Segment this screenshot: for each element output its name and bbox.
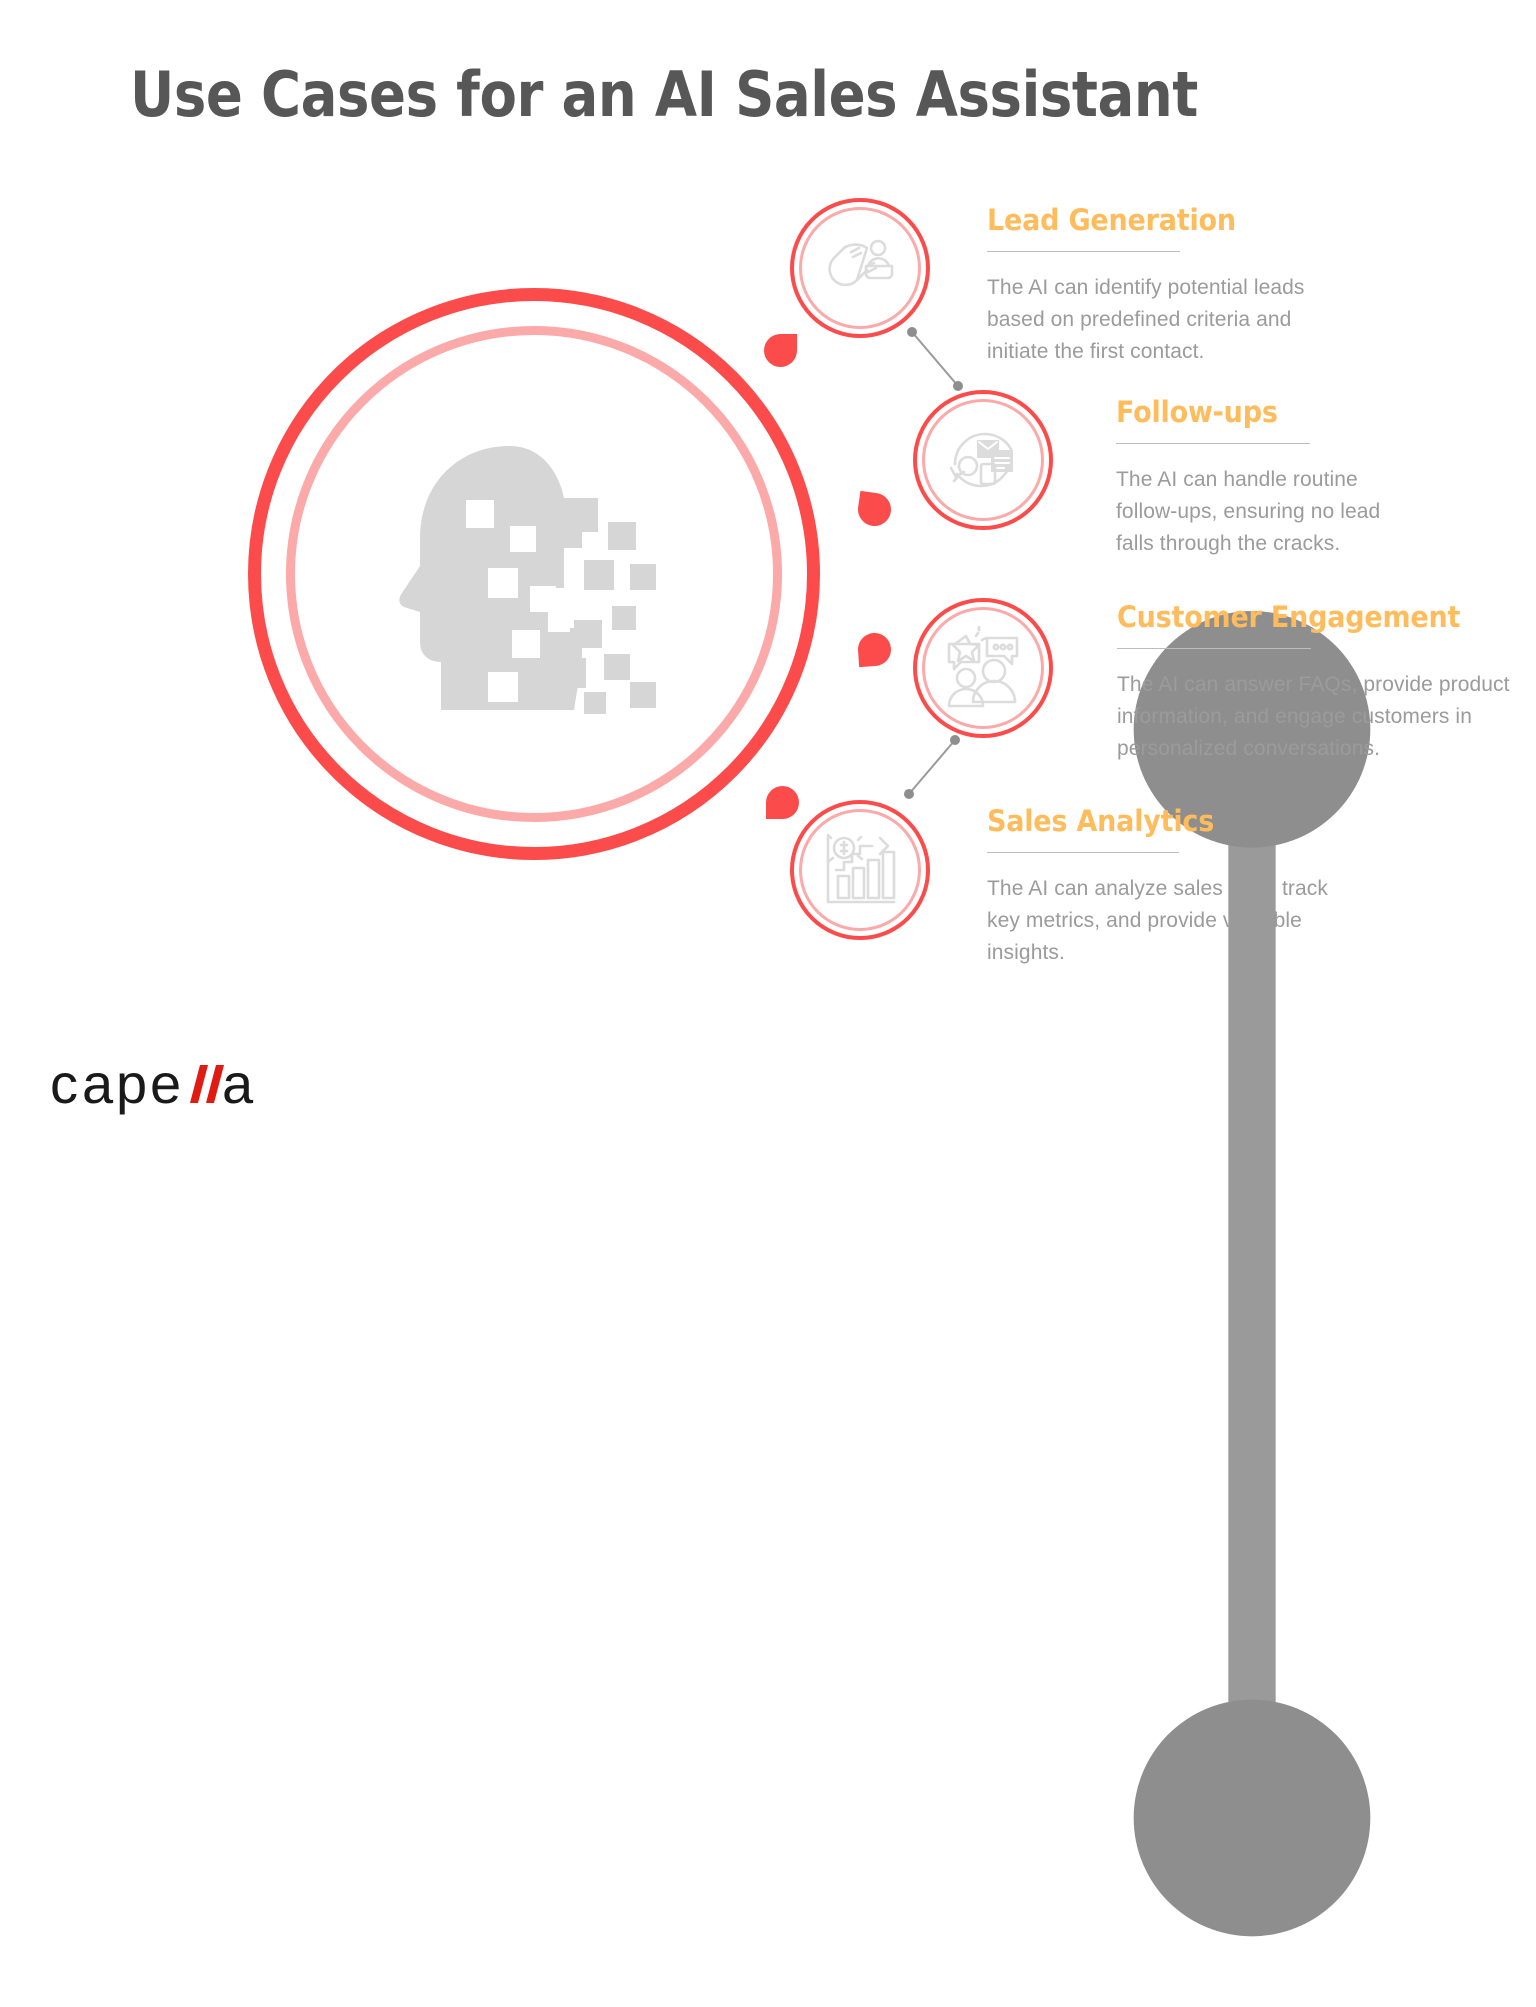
- node-inner-ring: [799, 207, 921, 329]
- section-follow-ups: Follow-ups The AI can handle routine fol…: [1116, 395, 1380, 560]
- leaf-decoration: [856, 631, 893, 668]
- icon-node-customer-engagement[interactable]: [913, 598, 1053, 738]
- section-body-line: follow-ups, ensuring no lead: [1116, 500, 1381, 523]
- node-inner-ring: [799, 809, 921, 931]
- section-heading: Customer Engagement: [1117, 600, 1461, 634]
- section-sales-analytics: Sales Analytics The AI can analyze sales…: [987, 804, 1328, 969]
- leaf-decoration: [855, 490, 894, 529]
- section-body: The AI can analyze sales data, track key…: [987, 873, 1328, 969]
- logo-text-part: a: [82, 1055, 114, 1115]
- section-divider: [1117, 648, 1311, 649]
- hero-circle: [248, 288, 820, 860]
- section-body: The AI can handle routine follow-ups, en…: [1116, 464, 1380, 560]
- page-title: Use Cases for an AI Sales Assistant: [130, 58, 1198, 131]
- section-body: The AI can answer FAQs, provide product …: [1117, 669, 1510, 765]
- section-body-line: The AI can answer FAQs, provide product: [1117, 673, 1510, 696]
- logo-accent-bars: [190, 1065, 224, 1103]
- section-heading: Lead Generation: [987, 203, 1236, 237]
- logo-text-part: c: [50, 1055, 77, 1115]
- section-divider: [987, 852, 1179, 853]
- connector-1-2: [907, 327, 963, 391]
- magnet-lead-icon: [828, 239, 894, 287]
- section-lead-generation: Lead Generation The AI can identify pote…: [987, 203, 1305, 368]
- section-body-line: The AI can handle routine: [1116, 468, 1358, 491]
- section-body-line: information, and engage customers in: [1117, 705, 1472, 728]
- bar-chart-growth-dollar-icon: [826, 833, 896, 904]
- section-body: The AI can identify potential leads base…: [987, 272, 1305, 368]
- logo-text-part: p: [116, 1055, 146, 1115]
- hero-inner-ring: [286, 326, 782, 822]
- section-body-line: The AI can analyze sales data, track: [987, 877, 1328, 900]
- capella-logo: c a p e a: [50, 1055, 255, 1115]
- leaf-decoration: [766, 786, 799, 819]
- leaf-decoration: [764, 334, 797, 367]
- logo-text-part: a: [222, 1055, 254, 1115]
- section-body-line: initiate the first contact.: [987, 340, 1205, 363]
- people-speech-bubbles-icon: [947, 626, 1019, 708]
- section-divider: [1116, 443, 1310, 444]
- logo-text-part: e: [150, 1055, 180, 1115]
- section-heading: Follow-ups: [1116, 395, 1278, 429]
- section-divider: [987, 251, 1180, 252]
- node-inner-ring: [922, 399, 1044, 521]
- icon-node-lead-generation[interactable]: [790, 198, 930, 338]
- section-body-line: The AI can identify potential leads: [987, 276, 1305, 299]
- pixelated-head-profile-icon: [399, 446, 656, 714]
- section-body-line: based on predefined criteria and: [987, 308, 1292, 331]
- email-search-refresh-icon: [949, 432, 1013, 488]
- section-body-line: falls through the cracks.: [1116, 532, 1341, 555]
- section-body-line: personalized conversations.: [1117, 737, 1381, 760]
- icon-node-follow-ups[interactable]: [913, 390, 1053, 530]
- section-body-line: key metrics, and provide valuable: [987, 909, 1302, 932]
- node-inner-ring: [922, 607, 1044, 729]
- icon-node-sales-analytics[interactable]: [790, 800, 930, 940]
- section-customer-engagement: Customer Engagement The AI can answer FA…: [1117, 600, 1510, 765]
- section-body-line: insights.: [987, 941, 1065, 964]
- connector-3-4: [904, 735, 960, 799]
- section-heading: Sales Analytics: [987, 804, 1215, 838]
